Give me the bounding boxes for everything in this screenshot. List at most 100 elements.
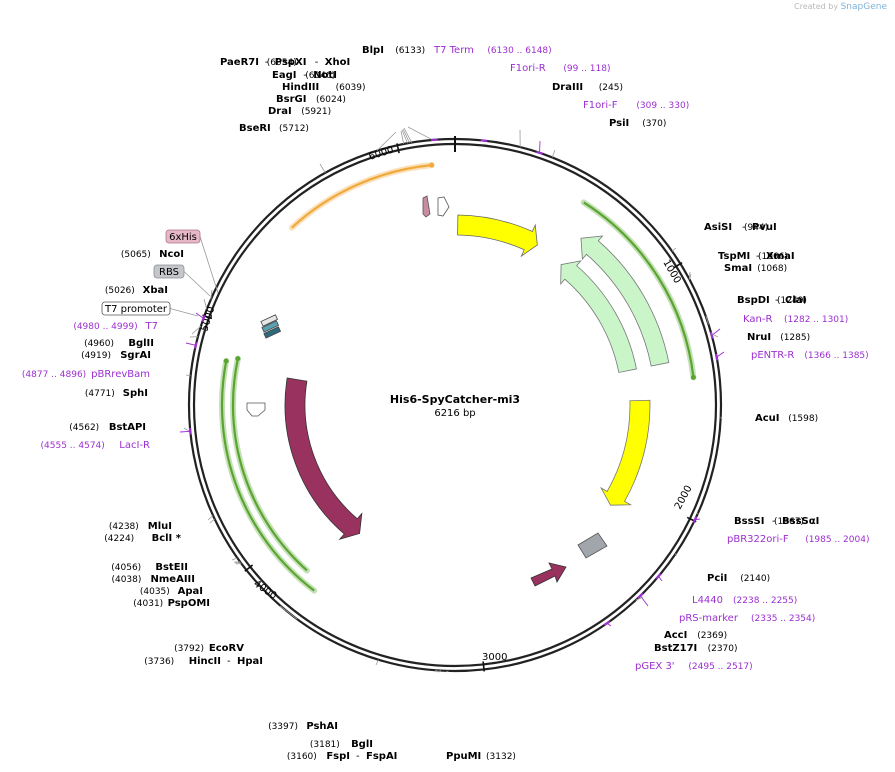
orf-arc xyxy=(231,358,308,572)
feature-layer xyxy=(246,195,670,587)
primer-mark xyxy=(603,620,611,626)
site-hindiii: HindIII xyxy=(282,82,319,93)
primer-mark xyxy=(655,573,662,580)
site-bgli: BglI xyxy=(351,739,373,750)
orf-end xyxy=(690,374,696,380)
site-apai: ApaI xyxy=(178,586,203,597)
site-nrui: NruI xyxy=(747,332,771,343)
primer-t7-term: T7 Term xyxy=(433,45,474,56)
tick-label-5000: 5000 xyxy=(199,305,217,333)
primer-t7-position: (4980 .. 4999) xyxy=(73,322,137,332)
leader-line xyxy=(445,670,449,673)
boxed-label-bg xyxy=(101,301,171,316)
orf-layer xyxy=(219,162,697,594)
site-drai-position: (5921) xyxy=(301,107,331,117)
credit-prefix: Created by xyxy=(794,2,839,11)
boxed-label-t7-promoter: T7 promoter xyxy=(104,304,168,315)
site-separator: - xyxy=(315,57,319,68)
primer-mark xyxy=(201,315,206,322)
leader-line xyxy=(319,163,326,173)
site-bsrgi-position: (6024) xyxy=(316,95,346,105)
feature-bom[interactable] xyxy=(577,532,608,559)
primer-pbrrevbam: pBRrevBam xyxy=(91,369,150,380)
feature-t7-terminator[interactable] xyxy=(437,196,450,217)
feature-ori[interactable] xyxy=(600,399,651,506)
tick-label-2000: 2000 xyxy=(673,484,695,512)
primer-kan-r: Kan-R xyxy=(743,314,772,325)
site-asisi-position: (944) xyxy=(744,223,768,233)
feature-lac-operator-c[interactable] xyxy=(263,326,282,339)
site-paer7i-alt-1: XhoI xyxy=(325,57,350,68)
site-bstapi: BstAPI xyxy=(109,422,146,433)
primer-kan-r-position: (1282 .. 1301) xyxy=(784,315,848,325)
leader-line xyxy=(671,247,677,252)
leader-line xyxy=(711,333,719,338)
primer-pgex-3-: pGEX 3' xyxy=(635,661,675,672)
orf-end xyxy=(429,162,435,168)
site-pshai-position: (3397) xyxy=(268,722,298,732)
leader-line xyxy=(376,131,397,152)
feature-6xhis[interactable] xyxy=(422,195,431,218)
feature-laci-promoter[interactable] xyxy=(246,402,266,417)
primer-f1ori-f: F1ori-F xyxy=(583,100,618,111)
site-hincii-position: (3736) xyxy=(144,657,174,667)
site-hincii: HincII xyxy=(189,656,221,667)
site-bstz17i: BstZ17I xyxy=(654,643,697,654)
site-pspomi-position: (4031) xyxy=(133,599,163,609)
site-acui-position: (1598) xyxy=(788,414,818,424)
primer-pbr322ori-f-position: (1985 .. 2004) xyxy=(805,535,869,545)
leader-line xyxy=(401,129,409,144)
feature-laci[interactable] xyxy=(284,377,363,541)
site-separator: - xyxy=(772,516,776,527)
site-separator: - xyxy=(756,251,760,262)
site-xbai-position: (5026) xyxy=(105,286,135,296)
primer-mark xyxy=(714,353,719,361)
primer-t7: T7 xyxy=(145,321,158,332)
feature-lac-operator-b[interactable] xyxy=(261,320,280,333)
primer-mark xyxy=(431,138,438,142)
primer-l4440-position: (2238 .. 2255) xyxy=(733,596,797,606)
site-bspdi-position: (1249) xyxy=(777,296,807,306)
site-bcli--position: (4224) xyxy=(104,534,134,544)
orf-halo xyxy=(288,162,435,231)
leader-line xyxy=(407,126,433,141)
primer-leader xyxy=(195,312,204,319)
leader-line xyxy=(436,670,442,673)
feature-kanr-inner[interactable] xyxy=(560,260,637,373)
site-psii: PsiI xyxy=(609,118,629,129)
site-bstapi-position: (4562) xyxy=(69,423,99,433)
site-separator: - xyxy=(265,57,269,68)
feature-lac-operator-a[interactable] xyxy=(260,314,279,327)
feature-f1-ori[interactable] xyxy=(457,214,538,258)
site-ppumi: PpuMI xyxy=(446,751,481,762)
site-blpi: BlpI xyxy=(362,45,384,56)
site-pshai: PshAI xyxy=(306,721,338,732)
tick-label-6000: 6000 xyxy=(368,145,396,163)
site-bsssi: BssSI xyxy=(734,516,764,527)
site-bstz17i-position: (2370) xyxy=(708,644,738,654)
site-tspmi-alt-0: XmaI xyxy=(766,251,795,262)
feature-rop[interactable] xyxy=(530,562,567,587)
site-paer7i-position: (6054) xyxy=(267,58,297,68)
site-xbai: XbaI xyxy=(143,285,168,296)
site-bsteii-position: (4056) xyxy=(111,563,141,573)
site-sphi: SphI xyxy=(123,388,148,399)
leader-line xyxy=(696,512,699,515)
primer-pbrrevbam-position: (4877 .. 4896) xyxy=(22,370,86,380)
leader-line xyxy=(191,325,202,335)
primer-f1ori-f-position: (309 .. 330) xyxy=(636,101,689,111)
primer-pentr-r-position: (1366 .. 1385) xyxy=(804,351,868,361)
site-bglii-position: (4960) xyxy=(84,339,114,349)
site-paer7i: PaeR7I xyxy=(220,57,259,68)
site-nmeaiii: NmeAIII xyxy=(151,574,195,585)
site-mlui: MluI xyxy=(148,521,172,532)
orf-end xyxy=(223,358,229,364)
primer-t7-term-position: (6130 .. 6148) xyxy=(487,46,551,56)
primer-leader xyxy=(179,430,191,433)
leader-line xyxy=(207,515,214,521)
site-ppumi-position: (3132) xyxy=(486,752,516,762)
primer-mark xyxy=(692,516,698,524)
feature-kanr-outer[interactable] xyxy=(580,235,670,367)
label-leaders xyxy=(169,126,725,673)
site-ecorv-position: (3792) xyxy=(174,644,204,654)
